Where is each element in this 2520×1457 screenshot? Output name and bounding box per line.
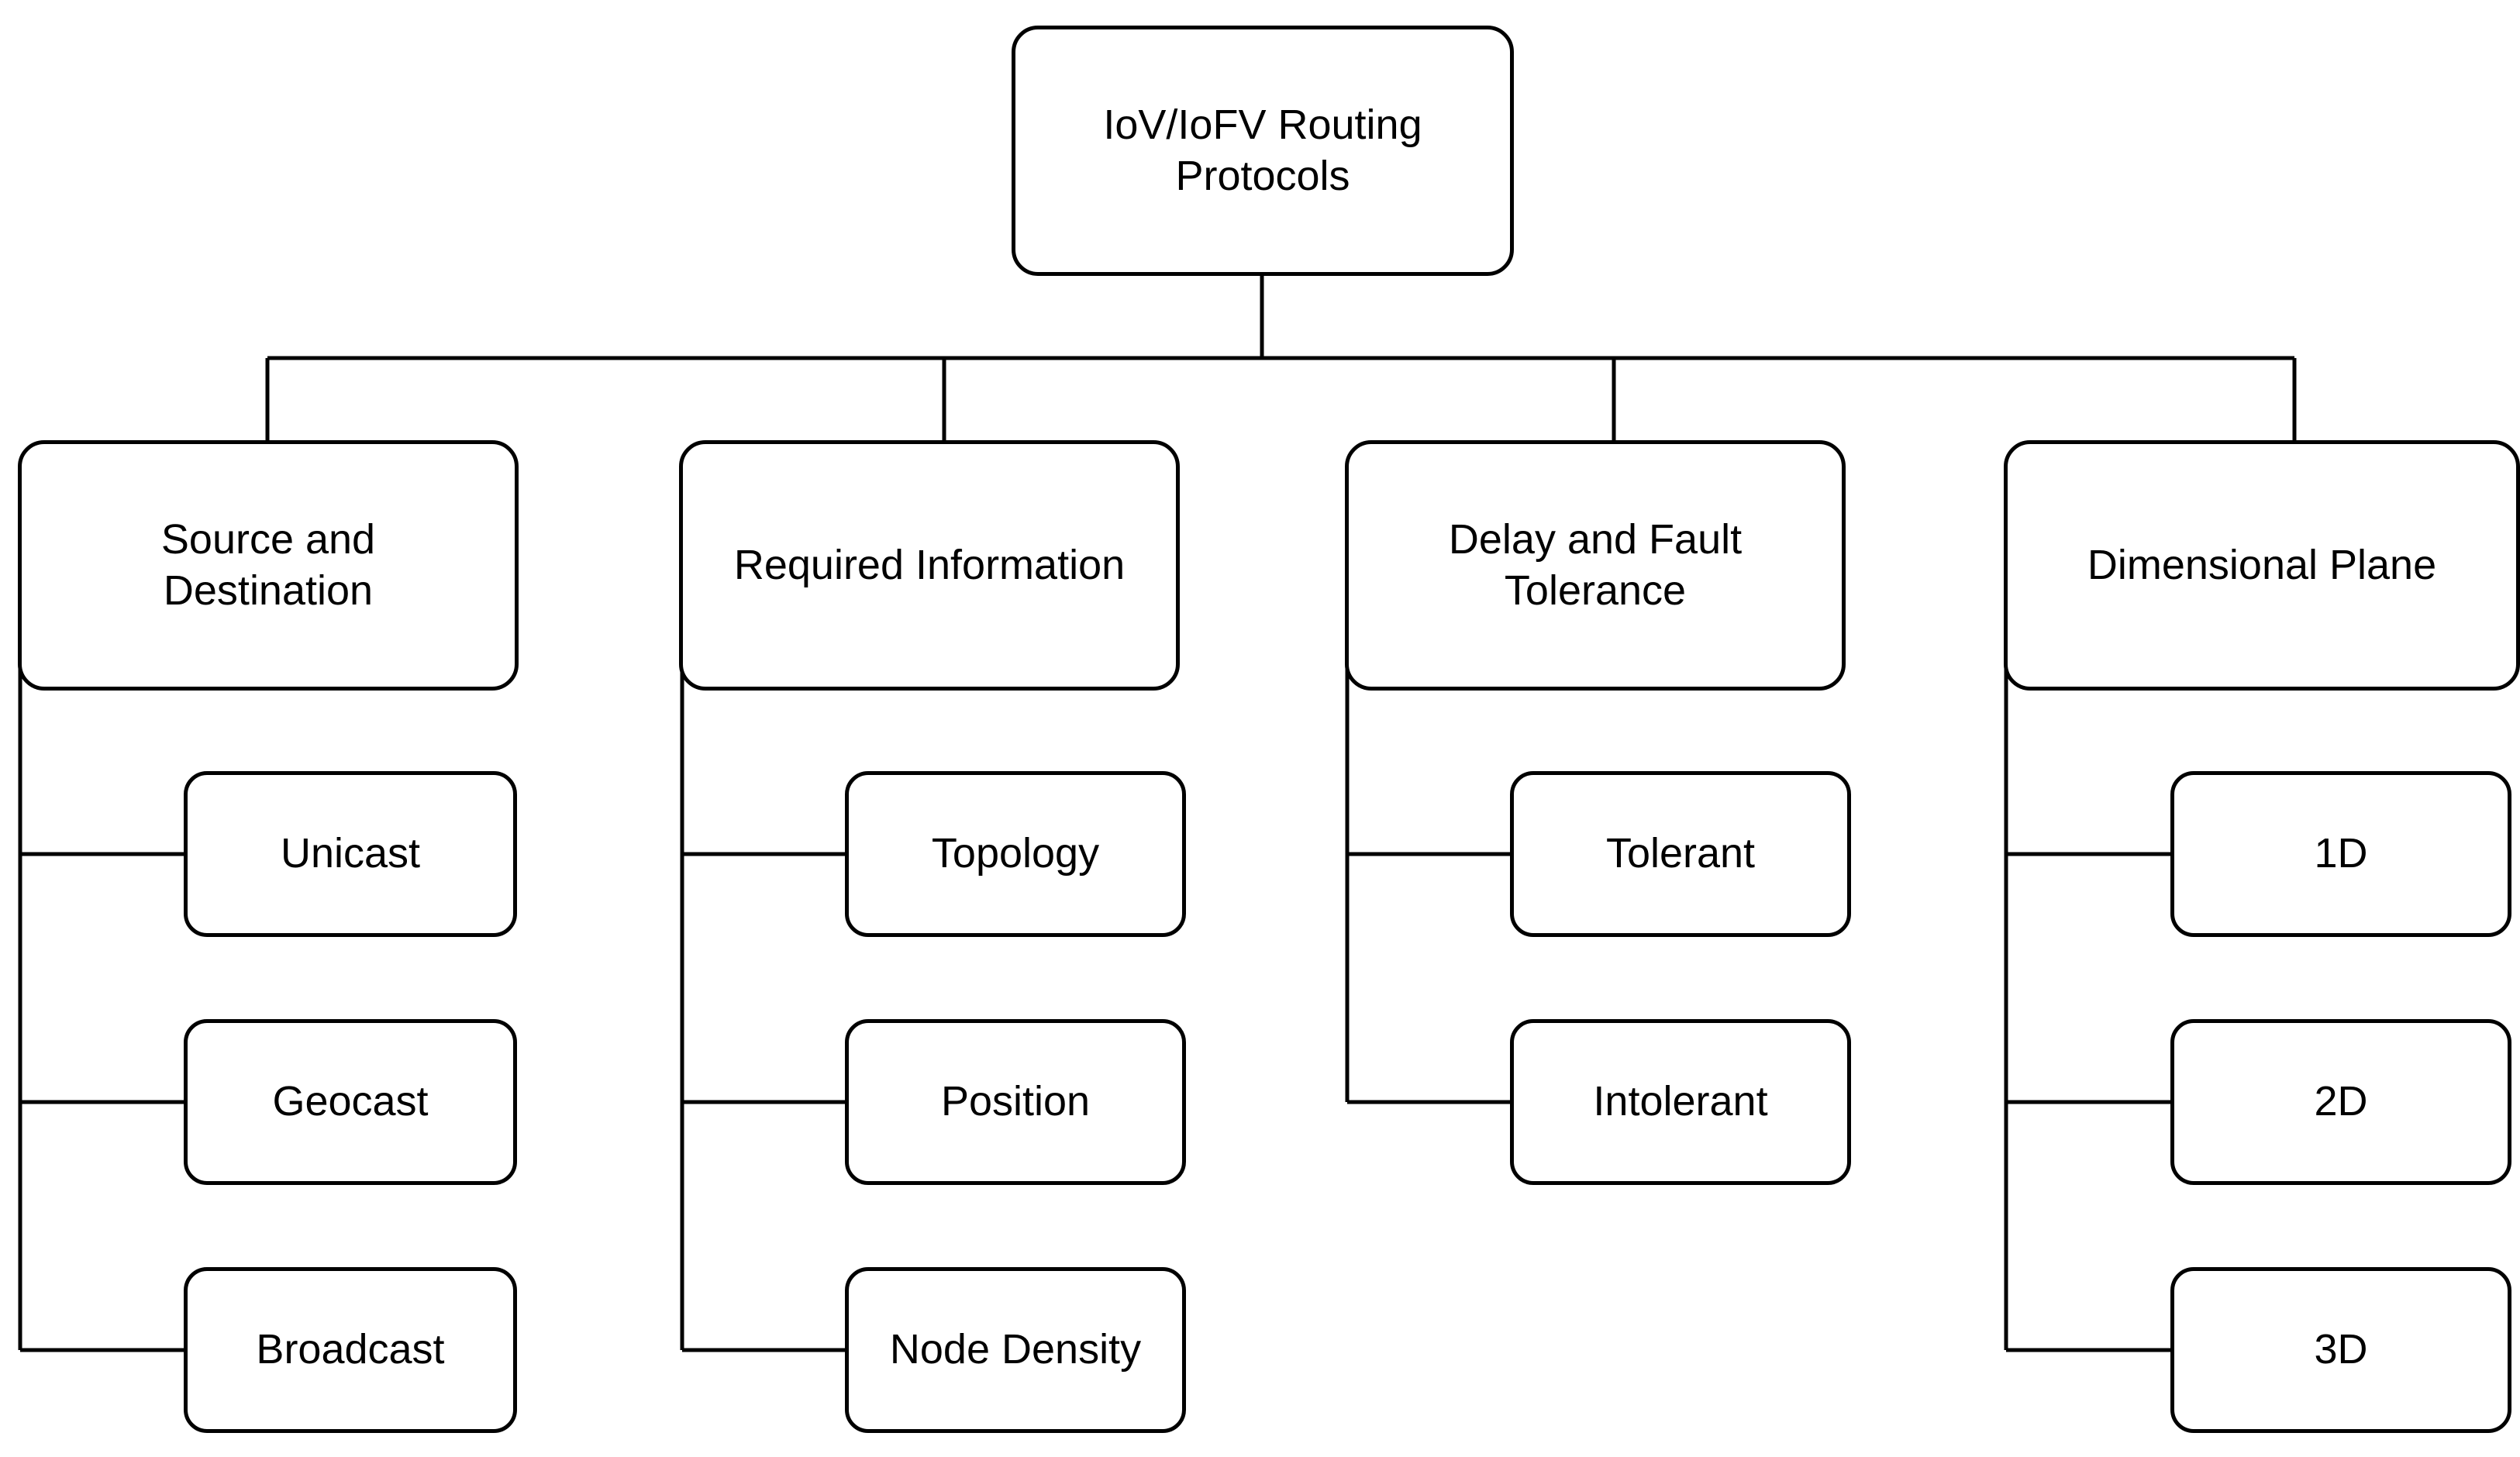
node-leaf-broadcast[interactable]: Broadcast (184, 1267, 517, 1433)
node-leaf-geocast[interactable]: Geocast (184, 1019, 517, 1185)
node-branch-delay-and-fault-tolerance[interactable]: Delay and Fault Tolerance (1345, 440, 1846, 691)
node-branch-required-information[interactable]: Required Information (679, 440, 1180, 691)
node-leaf-2d[interactable]: 2D (2170, 1019, 2511, 1185)
node-root[interactable]: IoV/IoFV Routing Protocols (1012, 26, 1514, 276)
node-leaf-3d[interactable]: 3D (2170, 1267, 2511, 1433)
node-leaf-position[interactable]: Position (845, 1019, 1186, 1185)
node-branch-dimensional-plane[interactable]: Dimensional Plane (2004, 440, 2520, 691)
node-leaf-1d[interactable]: 1D (2170, 771, 2511, 937)
node-leaf-node-density[interactable]: Node Density (845, 1267, 1186, 1433)
node-leaf-intolerant[interactable]: Intolerant (1510, 1019, 1851, 1185)
node-leaf-unicast[interactable]: Unicast (184, 771, 517, 937)
node-leaf-tolerant[interactable]: Tolerant (1510, 771, 1851, 937)
node-leaf-topology[interactable]: Topology (845, 771, 1186, 937)
node-branch-source-and-destination[interactable]: Source and Destination (18, 440, 519, 691)
